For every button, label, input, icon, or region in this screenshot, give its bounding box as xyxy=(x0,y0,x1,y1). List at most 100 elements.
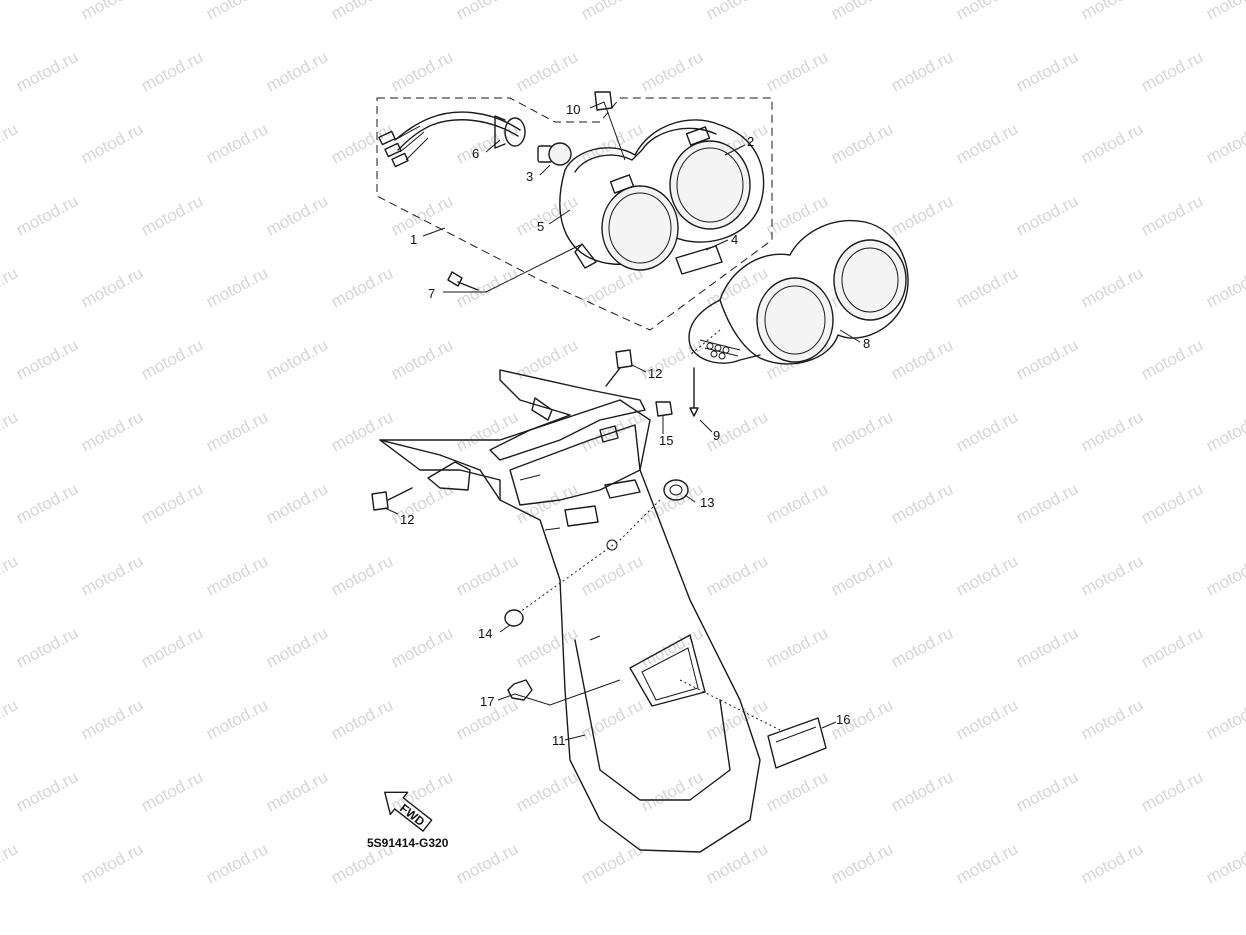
watermark-text: motod.ru xyxy=(1078,551,1146,599)
watermark-text: motod.ru xyxy=(1013,767,1081,815)
watermark-text: motod.ru xyxy=(763,191,831,239)
watermark-text: motod.ru xyxy=(388,335,456,383)
watermark-text: motod.ru xyxy=(78,839,146,887)
watermark-text: motod.ru xyxy=(263,47,331,95)
watermark-text: motod.ru xyxy=(1078,407,1146,455)
bolt-12-lower xyxy=(371,487,413,511)
watermark-text: motod.ru xyxy=(703,551,771,599)
wire-harness xyxy=(378,111,526,168)
callout-2: 2 xyxy=(747,134,754,149)
watermark-text: motod.ru xyxy=(1138,767,1206,815)
watermark-text: motod.ru xyxy=(203,407,271,455)
nut-15 xyxy=(655,401,673,417)
watermark-text: motod.ru xyxy=(453,839,521,887)
watermark-text: motod.ru xyxy=(453,551,521,599)
watermark-text: motod.ru xyxy=(263,191,331,239)
watermark-text: motod.ru xyxy=(1138,623,1206,671)
watermark-text: motod.ru xyxy=(0,695,21,743)
watermark-text: motod.ru xyxy=(953,695,1021,743)
watermark-text: motod.ru xyxy=(513,623,581,671)
callout-17: 17 xyxy=(480,694,494,709)
watermark-text: motod.ru xyxy=(78,263,146,311)
watermark-text: motod.ru xyxy=(138,191,206,239)
watermark-text: motod.ru xyxy=(453,407,521,455)
watermark-text: motod.ru xyxy=(638,767,706,815)
watermark-text: motod.ru xyxy=(388,767,456,815)
watermark-text: motod.ru xyxy=(953,0,1021,24)
grommet-13 xyxy=(663,479,689,501)
watermark-text: motod.ru xyxy=(1138,479,1206,527)
callout-13: 13 xyxy=(700,495,714,510)
watermark-text: motod.ru xyxy=(328,0,396,24)
watermark-text: motod.ru xyxy=(703,695,771,743)
watermark-layer: motod.ru motod.ru motod.ru motod.ru motod.ru… xyxy=(0,0,1246,888)
watermark-text: motod.ru xyxy=(513,191,581,239)
watermark-text: motod.ru xyxy=(1078,0,1146,24)
watermark-text: motod.ru xyxy=(263,479,331,527)
label-plate xyxy=(675,245,723,275)
watermark-text: motod.ru xyxy=(263,767,331,815)
watermark-text: motod.ru xyxy=(388,191,456,239)
callout-10: 10 xyxy=(566,102,580,117)
watermark-text: motod.ru xyxy=(703,0,771,24)
watermark-text: motod.ru xyxy=(0,839,21,887)
hidden-line-meter xyxy=(689,329,721,356)
watermark-text: motod.ru xyxy=(1203,695,1246,743)
watermark-text: motod.ru xyxy=(203,263,271,311)
watermark-text: motod.ru xyxy=(78,551,146,599)
callout-7: 7 xyxy=(428,286,435,301)
hidden-line-reflector xyxy=(679,679,781,731)
nut-17 xyxy=(507,679,533,701)
watermark-text: motod.ru xyxy=(953,119,1021,167)
watermark-text: motod.ru xyxy=(638,47,706,95)
callout-4: 4 xyxy=(731,232,738,247)
bolt-12-upper xyxy=(605,349,633,387)
watermark-text: motod.ru xyxy=(638,623,706,671)
watermark-text: motod.ru xyxy=(138,767,206,815)
callout-3: 3 xyxy=(526,169,533,184)
watermark-text: motod.ru xyxy=(1203,263,1246,311)
diagram-reference-code: 5S91414-G320 xyxy=(367,836,449,850)
callout-6: 6 xyxy=(472,146,479,161)
watermark-text: motod.ru xyxy=(78,695,146,743)
watermark-text: motod.ru xyxy=(388,623,456,671)
watermark-text: motod.ru xyxy=(828,0,896,24)
watermark-text: motod.ru xyxy=(513,335,581,383)
watermark-text: motod.ru xyxy=(0,263,21,311)
watermark-text: motod.ru xyxy=(1013,623,1081,671)
watermark-text: motod.ru xyxy=(953,407,1021,455)
watermark-text: motod.ru xyxy=(328,695,396,743)
watermark-text: motod.ru xyxy=(578,695,646,743)
watermark-text: motod.ru xyxy=(328,407,396,455)
forward-label: FWD xyxy=(397,801,427,829)
watermark-text: motod.ru xyxy=(263,623,331,671)
watermark-text: motod.ru xyxy=(203,839,271,887)
meter-cover xyxy=(688,219,909,365)
callout-labels: 1 2 3 4 5 6 7 8 9 10 11 12 12 13 14 15 1… xyxy=(400,102,870,748)
watermark-text: motod.ru xyxy=(453,119,521,167)
watermark-text: motod.ru xyxy=(828,839,896,887)
watermark-text: motod.ru xyxy=(0,0,21,24)
watermark-text: motod.ru xyxy=(1203,839,1246,887)
callout-12-upper: 12 xyxy=(648,366,662,381)
watermark-text: motod.ru xyxy=(513,47,581,95)
callout-14: 14 xyxy=(478,626,492,641)
meter-assembly-boundary xyxy=(376,97,773,331)
watermark-text: motod.ru xyxy=(388,479,456,527)
callout-9: 9 xyxy=(713,428,720,443)
watermark-text: motod.ru xyxy=(1013,335,1081,383)
watermark-text: motod.ru xyxy=(13,191,81,239)
watermark-text: motod.ru xyxy=(1203,551,1246,599)
callout-8: 8 xyxy=(863,336,870,351)
watermark-text: motod.ru xyxy=(578,0,646,24)
watermark-text: motod.ru xyxy=(78,0,146,24)
screw-9 xyxy=(689,367,699,417)
leader-lines xyxy=(384,101,861,741)
watermark-text: motod.ru xyxy=(138,623,206,671)
watermark-text: motod.ru xyxy=(78,119,146,167)
watermark-text: motod.ru xyxy=(1078,695,1146,743)
watermark-text: motod.ru xyxy=(513,479,581,527)
watermark-text: motod.ru xyxy=(13,767,81,815)
watermark-text: motod.ru xyxy=(828,119,896,167)
